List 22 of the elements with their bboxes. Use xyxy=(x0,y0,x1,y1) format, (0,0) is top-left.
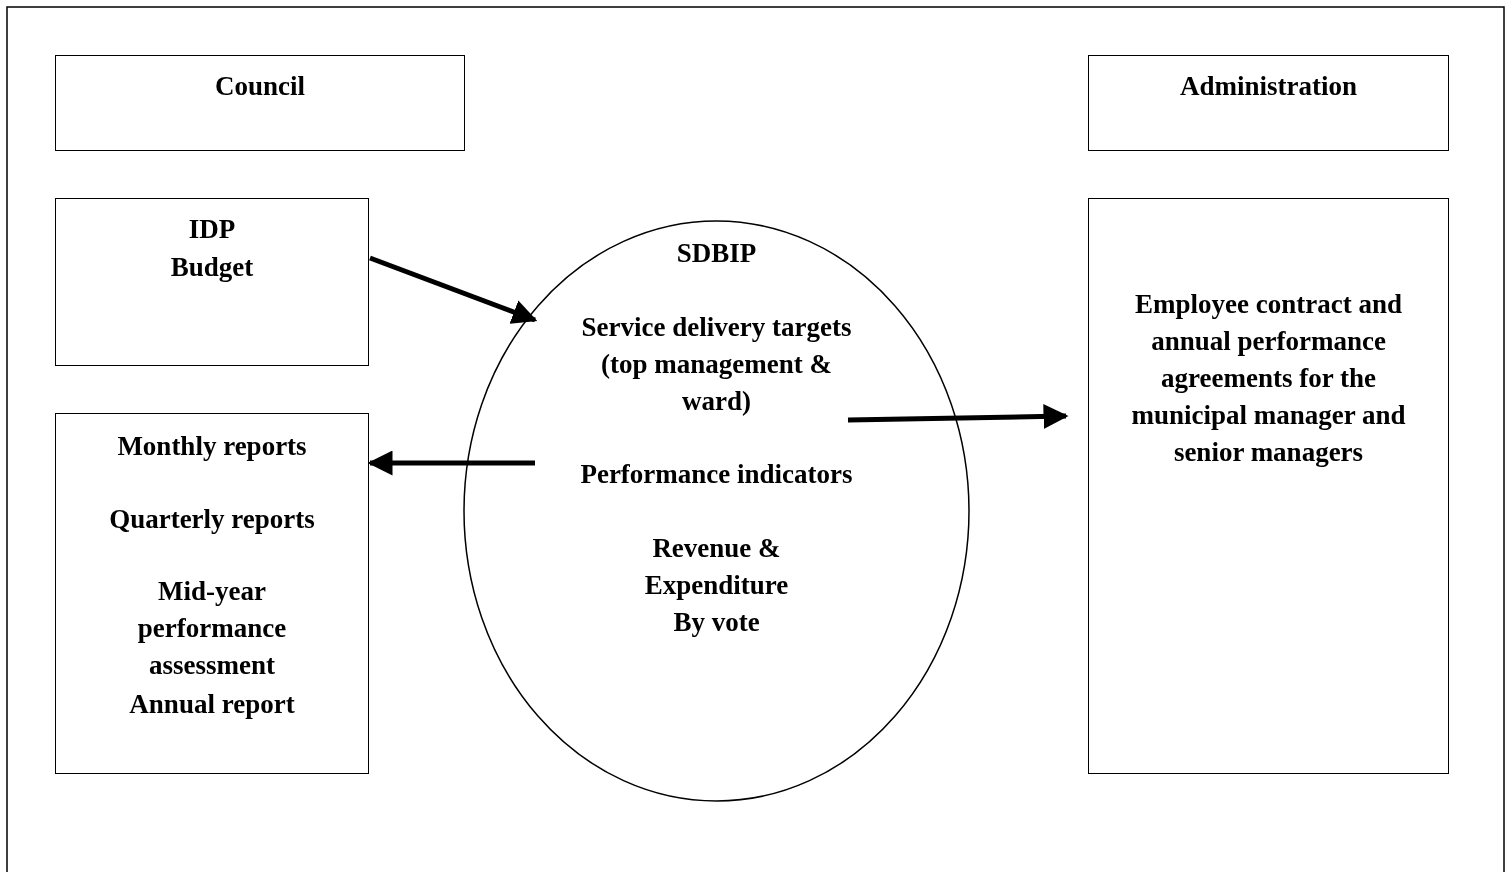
text-box xyxy=(1088,55,1449,151)
arrow xyxy=(369,255,538,324)
text-box xyxy=(55,413,369,774)
node-text: Mid-year performance assessment xyxy=(136,575,288,682)
node-text: Performance indicators xyxy=(579,458,854,491)
text-box xyxy=(55,198,369,366)
node-text: Service delivery targets (top management & ward) xyxy=(580,311,853,418)
text-box xyxy=(55,55,465,151)
node-text: IDP xyxy=(187,213,237,246)
node-text: SDBIP xyxy=(675,237,758,270)
node-text: Employee contract and annual performance agreements for the municipal manager and senior managers xyxy=(1130,288,1407,469)
ellipse-node xyxy=(463,220,970,802)
text-box xyxy=(1088,198,1449,774)
node-text: Revenue & Expenditure By vote xyxy=(643,532,790,639)
arrow xyxy=(847,403,1069,429)
node-text: Council xyxy=(214,70,306,103)
node-text: Administration xyxy=(1179,70,1358,103)
node-text: Budget xyxy=(169,251,255,284)
node-text: Annual report xyxy=(128,688,296,721)
node-text: Quarterly reports xyxy=(108,503,316,536)
node-text: Monthly reports xyxy=(116,430,308,463)
arrow xyxy=(367,450,535,476)
